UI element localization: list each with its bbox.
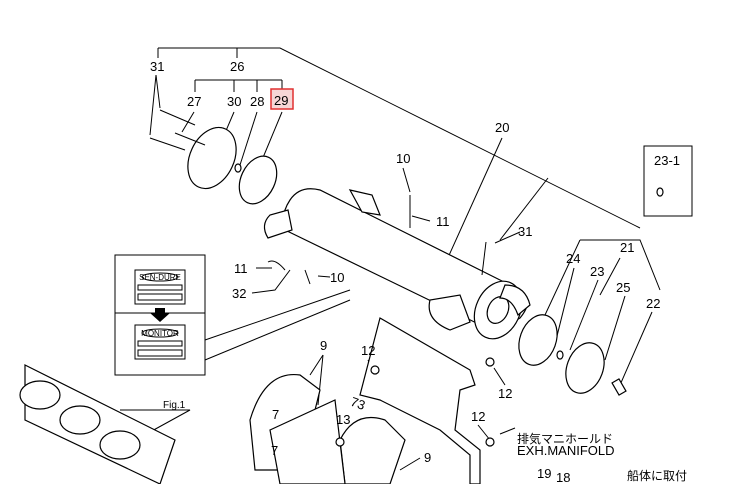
callout-73: 73 xyxy=(349,394,368,413)
manifold-label-en: EXH.MANIFOLD xyxy=(517,443,615,458)
callout-23: 23 xyxy=(590,264,604,279)
panel-inset: SEN-DURE MONITOR xyxy=(114,254,206,376)
callout-29[interactable]: 29 xyxy=(274,93,288,108)
bracket xyxy=(19,317,495,484)
callout-19: 19 xyxy=(537,466,551,481)
arrow-down-icon xyxy=(150,308,170,322)
callout-13: 13 xyxy=(336,412,350,427)
callout-20: 20 xyxy=(495,120,509,135)
callout-12b: 12 xyxy=(498,386,512,401)
panel-bottom-label: MONITOR xyxy=(141,329,179,338)
detail-box-23-1 xyxy=(643,145,693,217)
callout-18: 18 xyxy=(556,470,570,484)
callout-23-1: 23-1 xyxy=(654,153,680,168)
callout-12a: 12 xyxy=(361,343,375,358)
callout-26: 26 xyxy=(230,59,244,74)
leader-lines xyxy=(120,47,661,471)
callout-7b: 7 xyxy=(271,443,278,458)
muffler-body xyxy=(263,188,531,340)
callout-11: 11 xyxy=(436,214,450,229)
callout-25: 25 xyxy=(616,280,630,295)
callout-12c: 12 xyxy=(471,409,485,424)
callout-7a: 7 xyxy=(272,407,279,422)
callout-31: 31 xyxy=(150,59,164,74)
callout-31b: 31 xyxy=(518,224,532,239)
fig-label: Fig.1 xyxy=(163,400,186,411)
callout-9a: 9 xyxy=(320,338,327,353)
callout-10: 10 xyxy=(396,151,410,166)
callout-32: 32 xyxy=(232,286,246,301)
callout-10b: 10 xyxy=(330,270,344,285)
hull-note: 船体に取付 xyxy=(627,469,687,483)
callout-24: 24 xyxy=(566,251,580,266)
manifold-label-jp: 排気マニホールド xyxy=(517,431,613,446)
callout-30: 30 xyxy=(227,94,241,109)
highlight-29[interactable] xyxy=(270,88,294,110)
callout-21: 21 xyxy=(620,240,634,255)
callout-9b: 9 xyxy=(424,450,431,465)
panel-top-label: SEN-DURE xyxy=(139,273,181,282)
callouts: 31 26 27 30 28 29 20 10 11 31 23-1 21 24… xyxy=(150,59,687,484)
bolts xyxy=(149,109,487,285)
callout-28: 28 xyxy=(250,94,264,109)
callout-11b: 11 xyxy=(234,261,248,276)
callout-27: 27 xyxy=(187,94,201,109)
callout-22: 22 xyxy=(646,296,660,311)
